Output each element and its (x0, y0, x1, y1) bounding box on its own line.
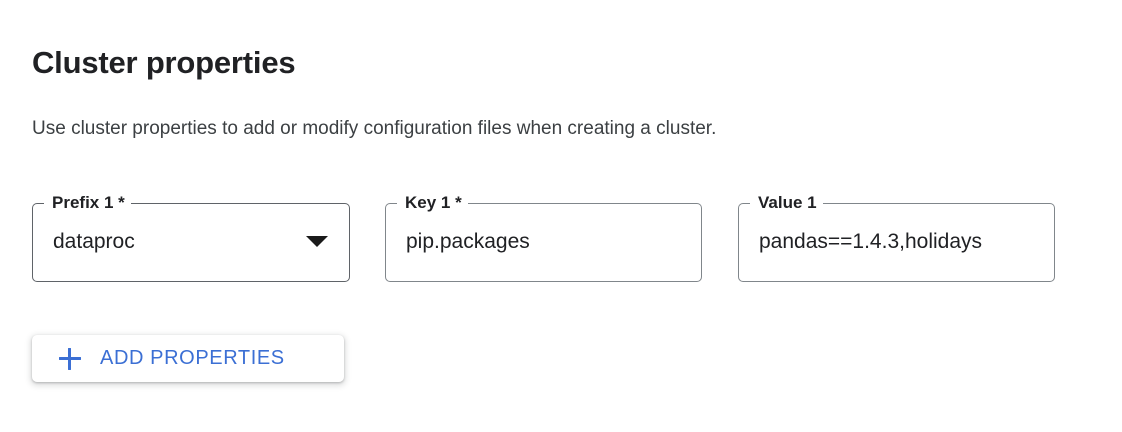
value-text-field[interactable]: Value 1 pandas==1.4.3,holidays (738, 192, 1055, 282)
plus-icon (59, 347, 81, 370)
prefix-field-value[interactable]: dataproc (53, 230, 135, 253)
page-description: Use cluster properties to add or modify … (32, 118, 717, 139)
add-properties-button[interactable]: ADD PROPERTIES (32, 335, 344, 382)
key-text-field[interactable]: Key 1 * pip.packages (385, 192, 702, 282)
outline-leading (738, 203, 750, 282)
outline-leading (32, 203, 44, 282)
prefix-field-label: Prefix 1 * (46, 192, 131, 214)
key-field-value[interactable]: pip.packages (406, 230, 530, 253)
outline-leading (385, 203, 397, 282)
page-title: Cluster properties (32, 44, 296, 80)
value-field-label: Value 1 (752, 192, 823, 214)
prefix-select-field[interactable]: Prefix 1 * dataproc (32, 192, 350, 282)
key-field-label: Key 1 * (399, 192, 468, 214)
add-properties-button-label: ADD PROPERTIES (100, 347, 285, 369)
chevron-down-icon[interactable] (306, 236, 328, 247)
value-field-value[interactable]: pandas==1.4.3,holidays (759, 230, 983, 253)
